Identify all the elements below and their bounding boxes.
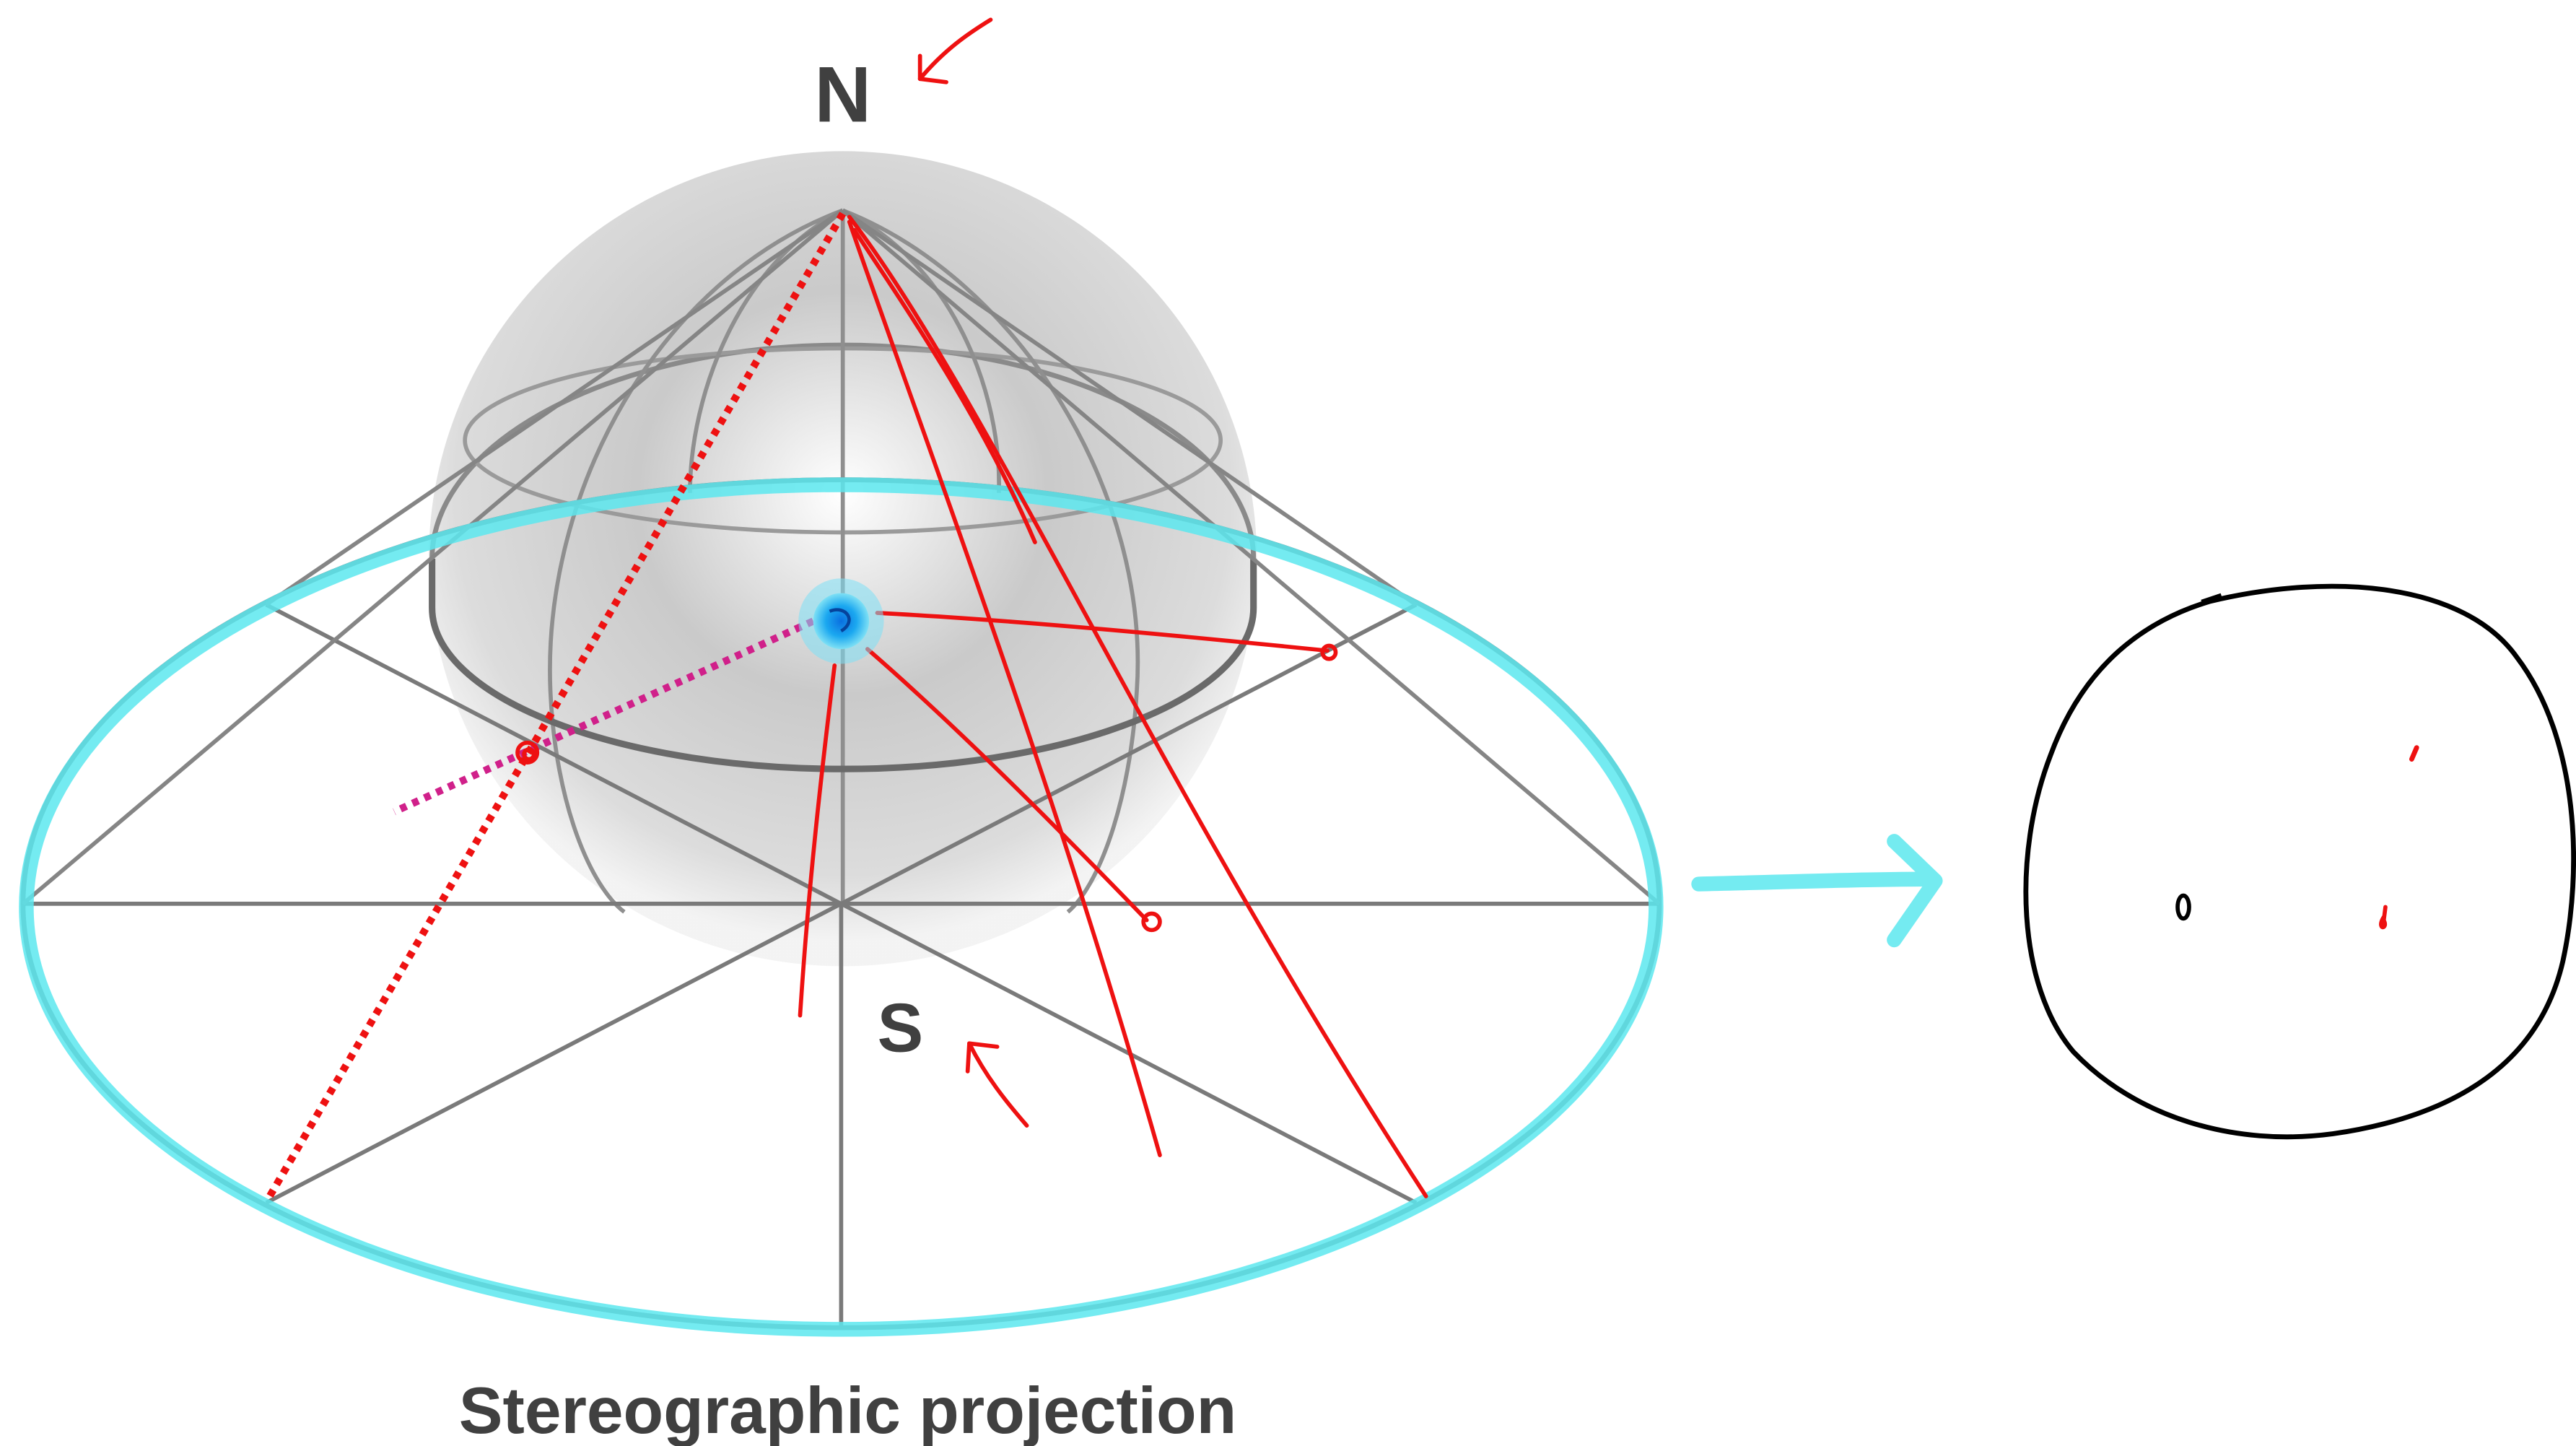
arrow-right-icon (1691, 834, 1943, 948)
projected-disk-outline (2023, 583, 2576, 1140)
south-pole-label: S (877, 990, 923, 1067)
plane-spokes (22, 603, 1659, 1328)
red-dotted-ray (264, 212, 847, 1202)
equator-front-arc (429, 558, 1257, 772)
red-point-markers (515, 643, 1338, 933)
projection-cone (22, 208, 1661, 906)
projected-disk-tick (2201, 593, 2222, 604)
caption: Stereographic projection (459, 1375, 1236, 1446)
projection-disk-highlight (19, 477, 1664, 1337)
red-annotations (798, 214, 1428, 1198)
projected-points (2175, 745, 2419, 930)
north-pole-label: N (814, 51, 871, 139)
south-marker-arrow-icon (965, 1041, 1029, 1128)
north-marker-arrow-icon (917, 17, 993, 84)
center-point (798, 578, 884, 664)
magenta-dotted-ray (393, 617, 815, 816)
